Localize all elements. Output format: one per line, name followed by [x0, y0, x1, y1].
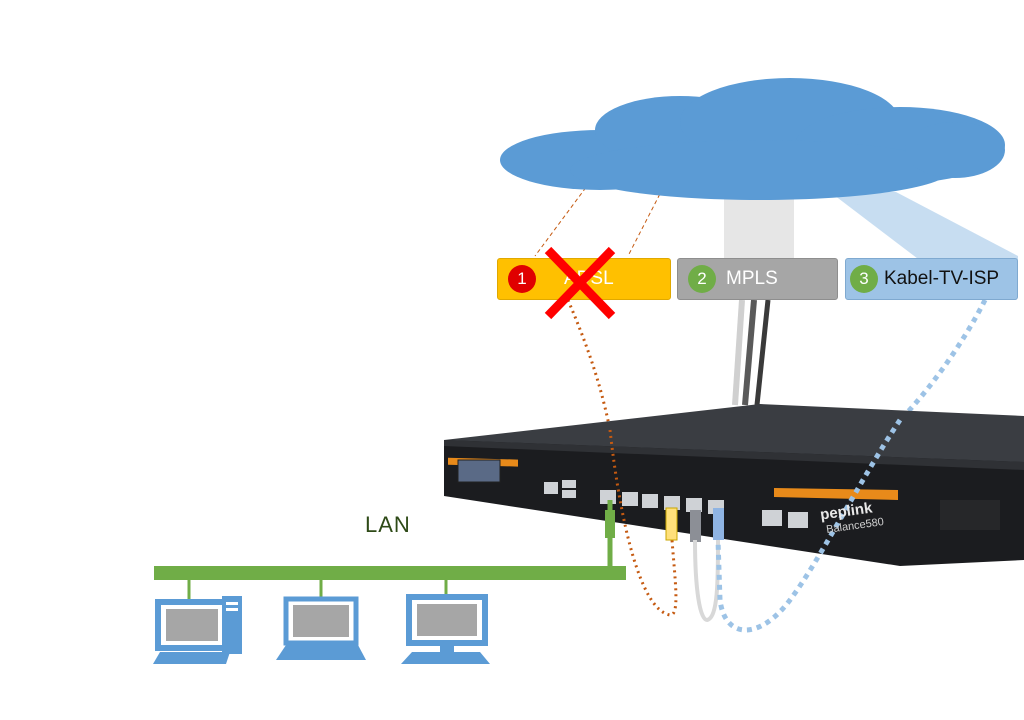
wan-number-badge: 2 — [688, 265, 716, 293]
desktop-computer-icon — [153, 596, 242, 664]
adsl-dotted-cable — [566, 299, 612, 431]
red-x-icon — [544, 246, 616, 320]
cable-isp-port-cable — [715, 418, 903, 633]
mpls-cable — [742, 299, 757, 406]
lan-label: LAN — [365, 512, 411, 537]
monitor-computer-icon — [401, 594, 490, 664]
laptop-icon — [276, 596, 366, 660]
wan-number-badge: 1 — [508, 265, 536, 293]
internet-cloud — [500, 78, 1005, 200]
mpls-port-plug — [690, 510, 701, 542]
adsl-guide-line — [534, 181, 591, 257]
adsl-guide-line — [627, 187, 664, 257]
wan-number-badge: 3 — [850, 265, 878, 293]
mpls-port-cable — [693, 539, 720, 623]
lan-bus — [154, 566, 626, 580]
mpls-beam — [724, 196, 794, 258]
wan-cable-isp-box: 3 Kabel-TV-ISP — [845, 258, 1018, 300]
adsl-port-cable — [608, 429, 678, 617]
mpls-cable — [754, 299, 771, 406]
cable-isp-beam — [830, 192, 1018, 268]
cable-isp-dotted-cable — [898, 298, 988, 422]
mpls-cable — [732, 299, 745, 406]
wan-cable-isp-label: Kabel-TV-ISP — [884, 268, 1000, 289]
wan-mpls-box: 2 MPLS — [677, 258, 838, 300]
adsl-port-plug — [665, 507, 678, 541]
cable-isp-port-plug — [713, 508, 724, 540]
wan-mpls-label: MPLS — [726, 268, 778, 289]
router-device — [444, 404, 1024, 566]
